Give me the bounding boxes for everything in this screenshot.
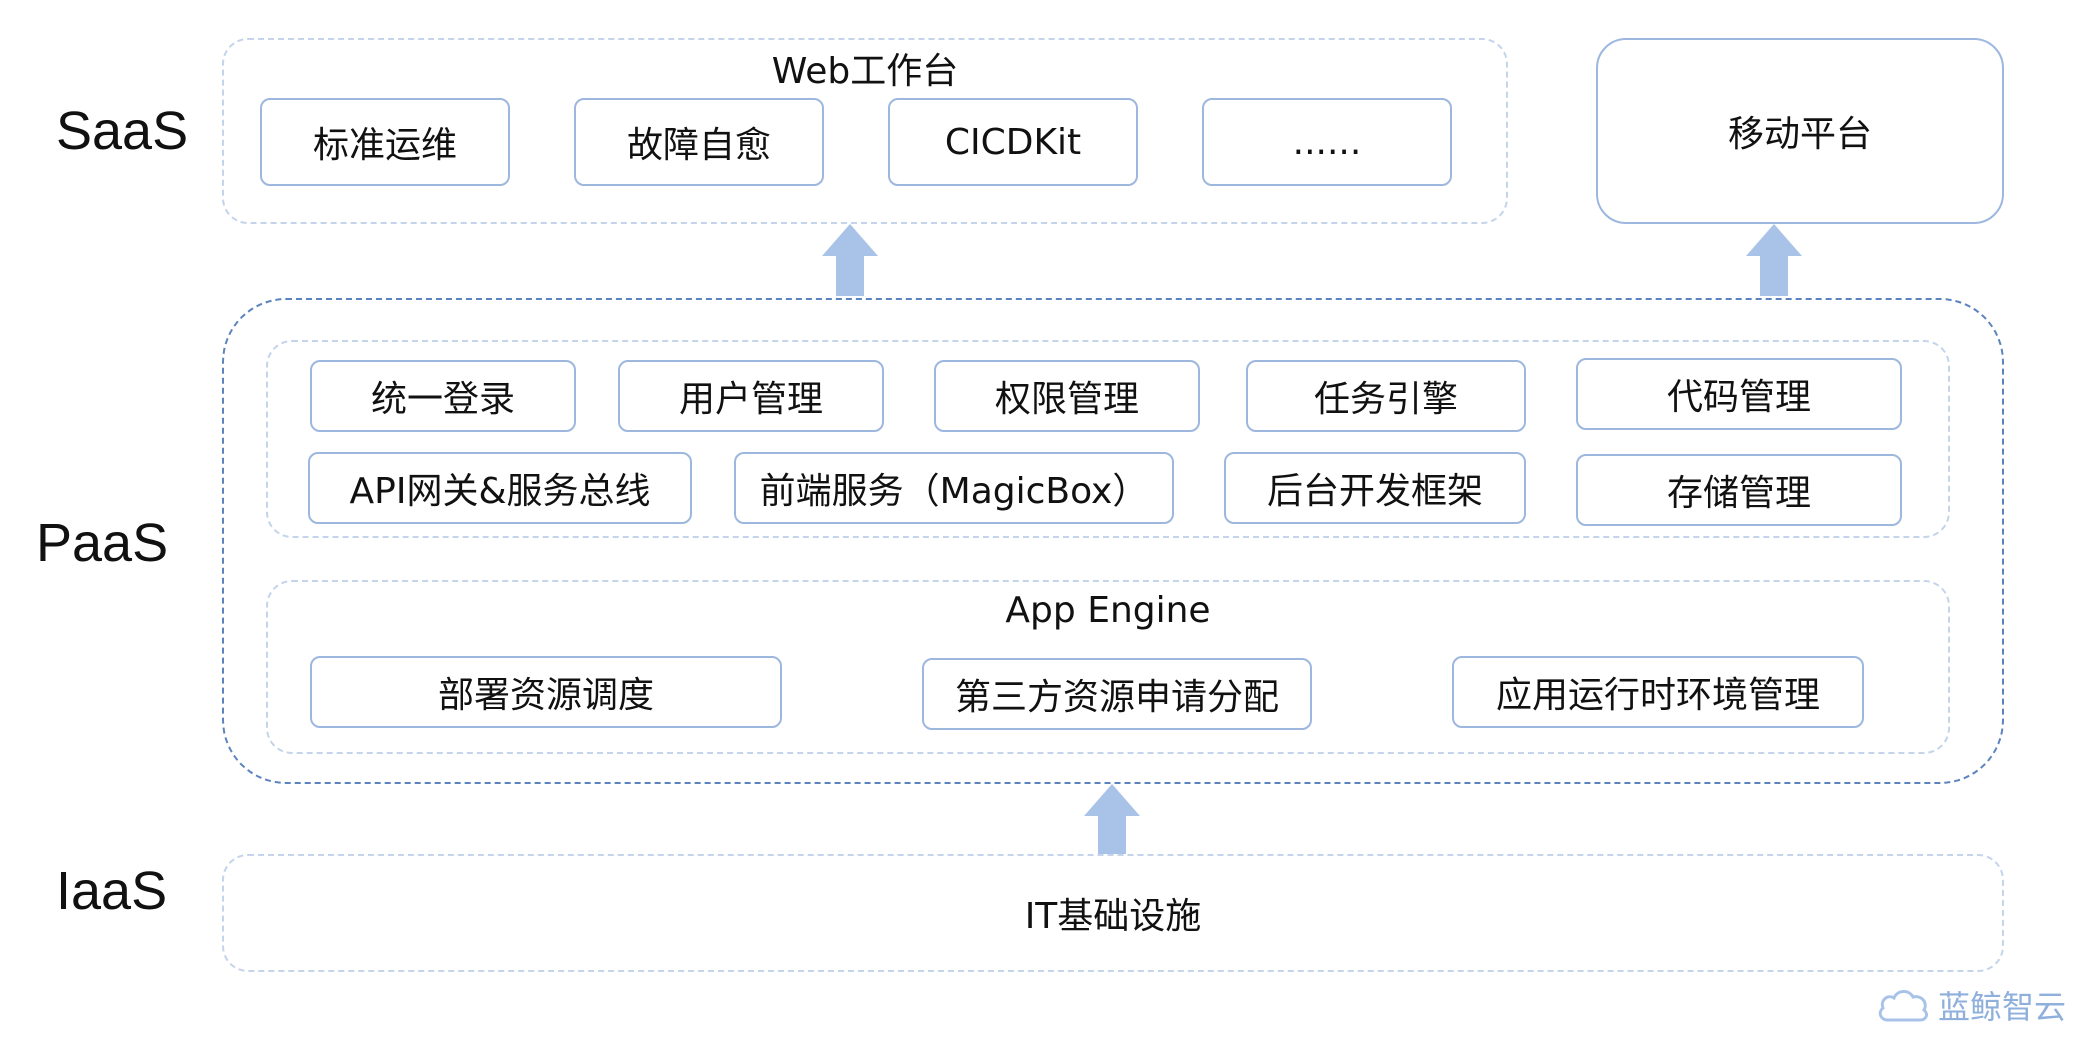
engine-deploy-scheduling: 部署资源调度 [310,656,782,728]
mobile-platform-box: 移动平台 [1596,38,2004,224]
layer-label-iaas: IaaS [56,861,168,921]
arrow-up-icon [1084,784,1140,854]
paas-services-group [266,340,1950,538]
arrow-up-icon [822,224,878,296]
saas-item-cicdkit: CICDKit [888,98,1138,186]
service-user-management: 用户管理 [618,360,884,432]
service-backend-framework: 后台开发框架 [1224,452,1526,524]
service-permission-management: 权限管理 [934,360,1200,432]
saas-item-fault-healing: 故障自愈 [574,98,824,186]
service-api-gateway: API网关&服务总线 [308,452,692,524]
saas-item-more: ...... [1202,98,1452,186]
service-code-management: 代码管理 [1576,358,1902,430]
iaas-group: IT基础设施 [222,854,2004,972]
service-task-engine: 任务引擎 [1246,360,1526,432]
saas-item-standard-ops: 标准运维 [260,98,510,186]
service-frontend-magicbox: 前端服务（MagicBox） [734,452,1174,524]
layer-label-saas: SaaS [56,101,189,161]
service-storage-management: 存储管理 [1576,454,1902,526]
brand-watermark: 蓝鲸智云 [1876,982,2066,1028]
engine-third-party-resources: 第三方资源申请分配 [922,658,1312,730]
iaas-infrastructure-label: IT基础设施 [1024,896,1202,937]
engine-runtime-management: 应用运行时环境管理 [1452,656,1864,728]
paas-group [222,298,2004,784]
app-engine-group [266,580,1950,754]
app-engine-title: App Engine [1005,590,1211,631]
layer-label-paas: PaaS [36,513,169,573]
service-unified-login: 统一登录 [310,360,576,432]
arrow-up-icon [1746,224,1802,296]
web-workbench-title: Web工作台 [771,51,959,92]
cloud-icon [1878,990,1929,1022]
brand-name: 蓝鲸智云 [1938,988,2067,1026]
web-workbench-group [222,38,1508,224]
